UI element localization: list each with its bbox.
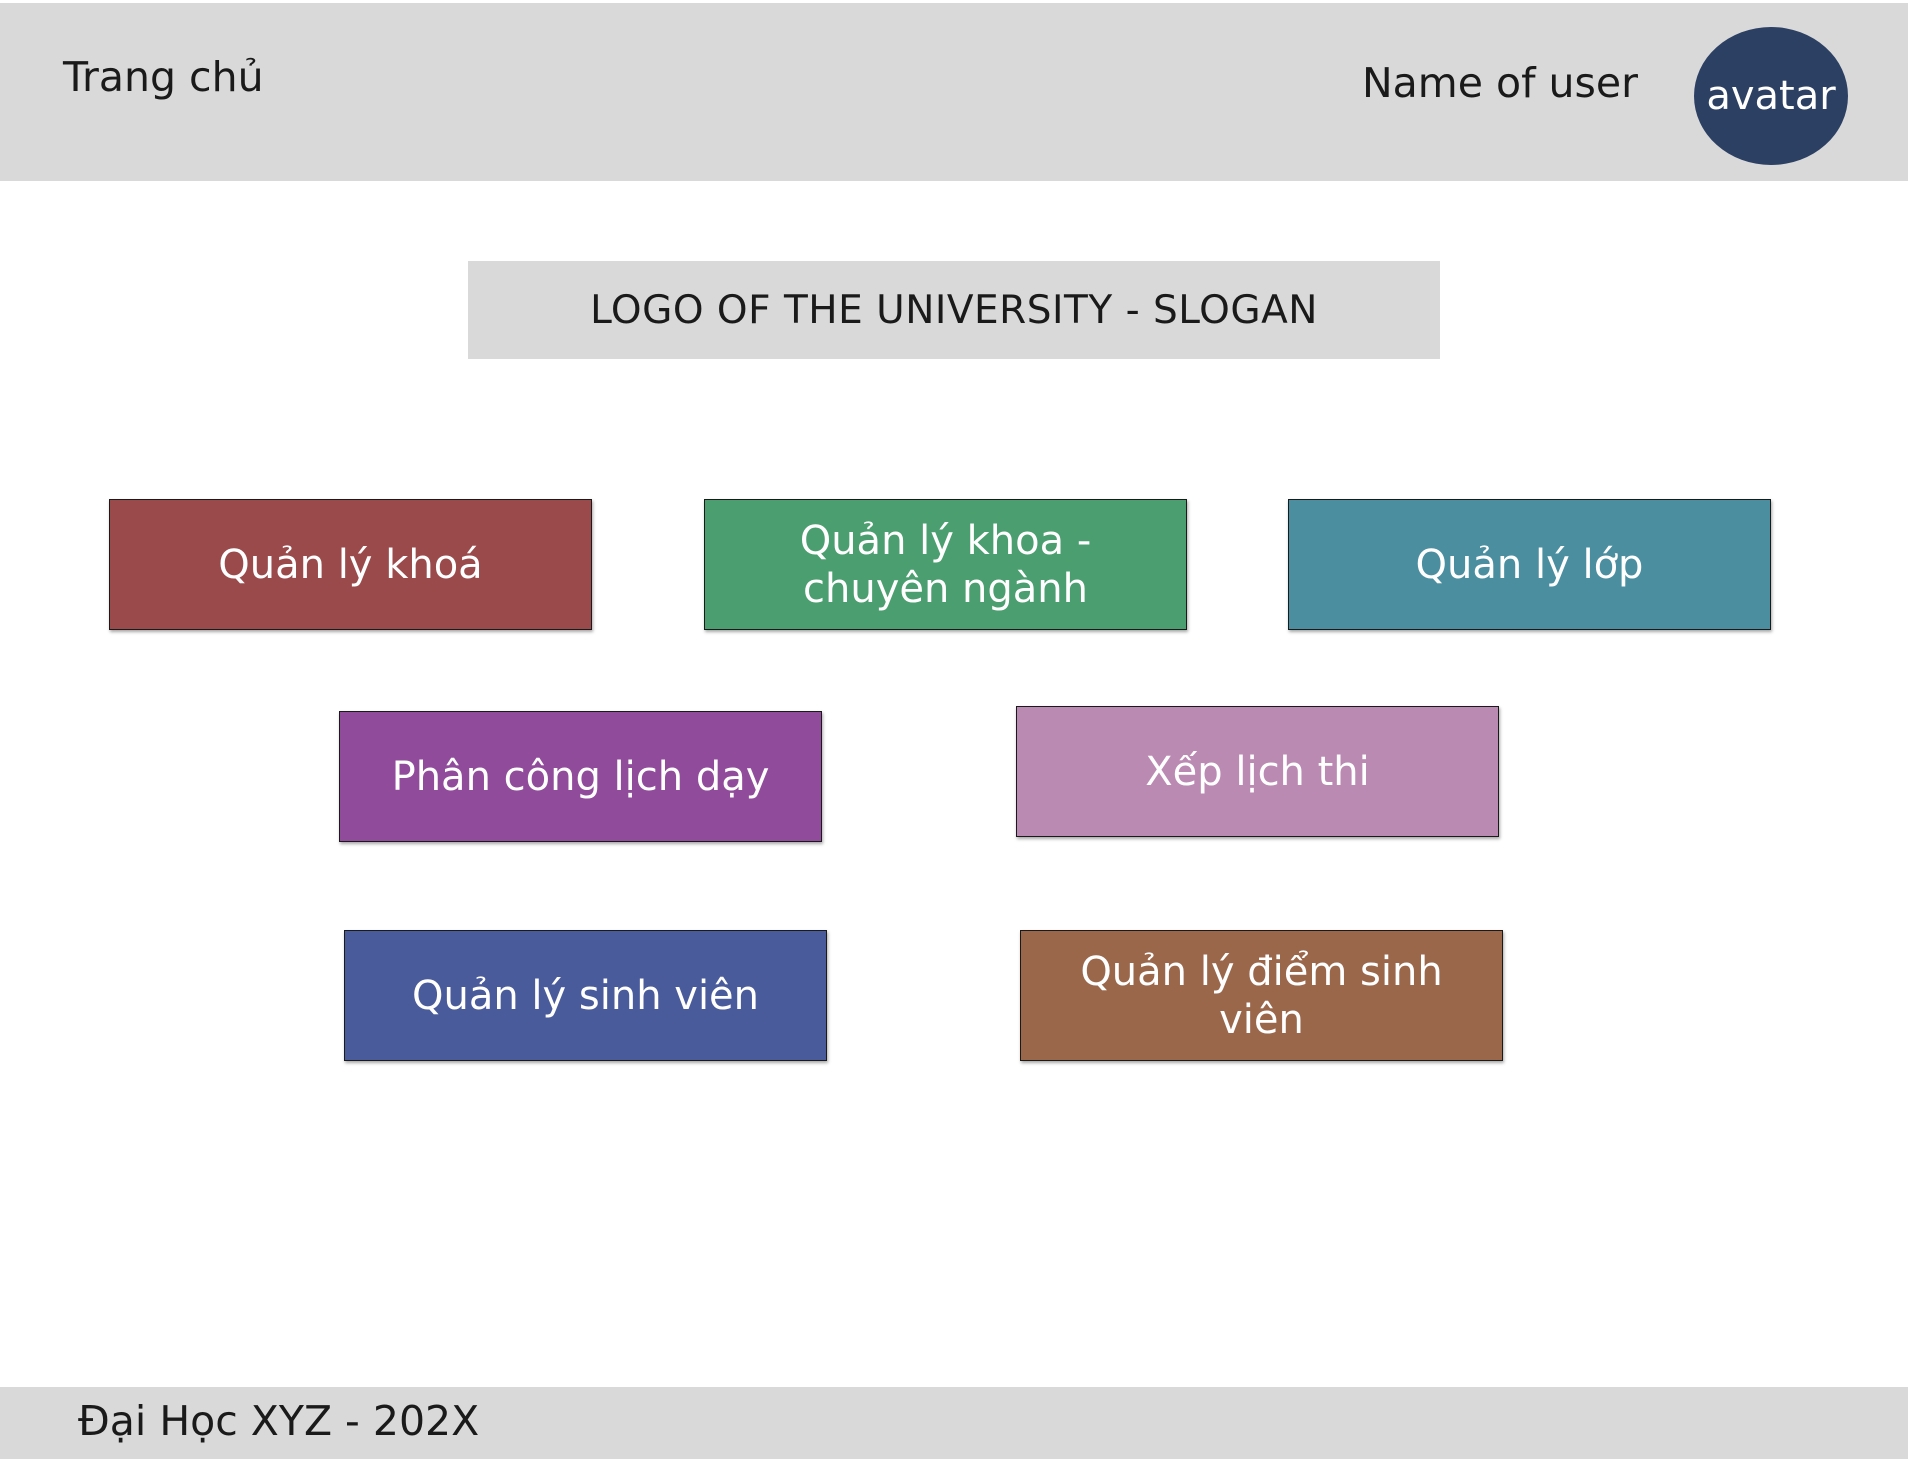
home-link[interactable]: Trang chủ [63, 53, 264, 101]
avatar[interactable]: avatar [1694, 27, 1848, 165]
header-bar: Trang chủ Name of user avatar [0, 3, 1908, 181]
university-logo-banner: LOGO OF THE UNIVERSITY - SLOGAN [468, 261, 1440, 359]
footer-bar: Đại Học XYZ - 202X [0, 1387, 1908, 1459]
manage-courses-button[interactable]: Quản lý khoá [109, 499, 592, 630]
manage-student-grades-button[interactable]: Quản lý điểm sinh viên [1020, 930, 1503, 1061]
manage-classes-button[interactable]: Quản lý lớp [1288, 499, 1771, 630]
manage-faculty-major-button[interactable]: Quản lý khoa - chuyên ngành [704, 499, 1187, 630]
manage-students-button[interactable]: Quản lý sinh viên [344, 930, 827, 1061]
exam-schedule-button[interactable]: Xếp lịch thi [1016, 706, 1499, 837]
assign-teaching-schedule-button[interactable]: Phân công lịch dạy [339, 711, 822, 842]
footer-text: Đại Học XYZ - 202X [78, 1397, 480, 1445]
user-name: Name of user [1362, 59, 1638, 107]
